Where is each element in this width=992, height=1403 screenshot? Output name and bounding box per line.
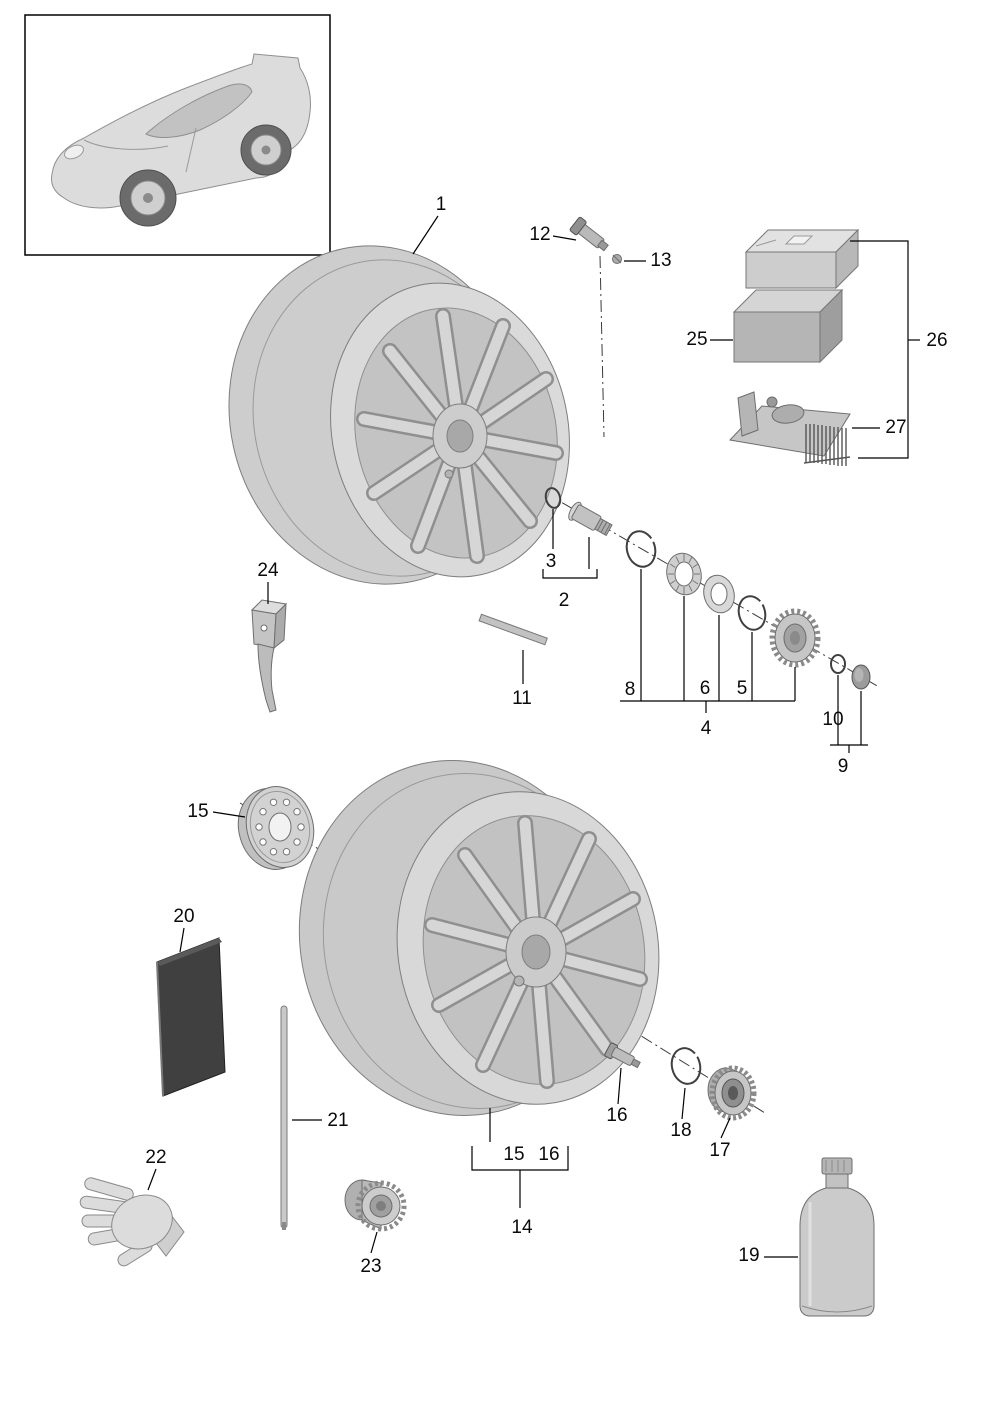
callout-5: 5 bbox=[737, 678, 748, 699]
small-o-ring bbox=[830, 654, 846, 674]
leader-lines bbox=[147, 215, 920, 1258]
callout-4: 4 bbox=[701, 718, 712, 739]
callout-12: 12 bbox=[529, 224, 550, 245]
washer-ribs bbox=[668, 554, 700, 594]
toothed-hub bbox=[707, 1065, 757, 1121]
callout-8: 8 bbox=[625, 679, 636, 700]
callout-2: 2 bbox=[559, 590, 570, 611]
callout-11: 11 bbox=[512, 688, 532, 709]
wheel-bolt bbox=[604, 1042, 641, 1069]
valve-screw bbox=[612, 254, 622, 264]
callout-22: 22 bbox=[145, 1147, 166, 1168]
wheel-hub bbox=[432, 403, 488, 479]
center-lock-nut bbox=[769, 608, 821, 668]
valve-insert-bolt bbox=[568, 501, 613, 537]
rear-wheel-of-car bbox=[240, 124, 292, 176]
callout-3: 3 bbox=[546, 551, 557, 572]
alloy-wheel bbox=[228, 245, 570, 585]
callout-labels: 1 12 13 25 26 27 3 2 8 6 5 4 10 9 11 24 … bbox=[145, 194, 947, 1277]
hub-flange bbox=[237, 786, 315, 870]
callout-21: 21 bbox=[327, 1110, 348, 1131]
snap-ring bbox=[625, 530, 659, 568]
wheel-lock-nut bbox=[344, 1179, 407, 1232]
extension-rod bbox=[280, 1005, 288, 1230]
callout-23: 23 bbox=[360, 1256, 381, 1277]
car-illustration bbox=[51, 53, 311, 227]
wheel-spokes bbox=[356, 308, 564, 564]
hub-cap bbox=[851, 664, 871, 690]
spare-wheel-hub bbox=[505, 916, 567, 988]
tire-valve bbox=[569, 216, 609, 252]
flange-bolt-holes bbox=[255, 798, 305, 856]
callout-15: 15 bbox=[187, 801, 208, 822]
balance-weight-strip bbox=[478, 613, 548, 646]
callout-17: 17 bbox=[709, 1140, 730, 1161]
compressor-fins bbox=[803, 424, 851, 466]
plain-washer bbox=[703, 574, 735, 614]
callout-14: 14 bbox=[511, 1217, 533, 1238]
headlight bbox=[64, 144, 84, 160]
ribbed-washer bbox=[666, 552, 702, 596]
kit-box-top bbox=[744, 228, 860, 290]
callout-18: 18 bbox=[670, 1120, 691, 1141]
callout-27: 27 bbox=[885, 417, 906, 438]
callout-1: 1 bbox=[436, 194, 447, 215]
callout-15-group: 15 bbox=[503, 1144, 524, 1165]
spare-retaining-ring bbox=[670, 1047, 702, 1085]
front-wheel-of-car bbox=[119, 169, 177, 227]
compressor-unit bbox=[728, 391, 851, 466]
callout-9: 9 bbox=[838, 756, 849, 777]
callout-10: 10 bbox=[822, 709, 843, 730]
callout-24: 24 bbox=[257, 560, 279, 581]
spare-wheel bbox=[298, 760, 660, 1116]
callout-16-group: 16 bbox=[538, 1144, 559, 1165]
car-inset bbox=[24, 14, 331, 256]
sealing-ring bbox=[544, 487, 562, 509]
retaining-ring bbox=[737, 595, 767, 631]
spare-wheel-spokes bbox=[424, 815, 648, 1089]
callout-25: 25 bbox=[686, 329, 707, 350]
callout-19: 19 bbox=[738, 1245, 759, 1266]
callout-13: 13 bbox=[650, 250, 671, 271]
gloves bbox=[79, 1177, 185, 1267]
callout-6: 6 bbox=[700, 678, 711, 699]
callout-20: 20 bbox=[173, 906, 194, 927]
callout-26: 26 bbox=[926, 330, 947, 351]
sealant-bottle bbox=[799, 1157, 875, 1317]
valve-axis-line bbox=[599, 255, 605, 438]
protective-panel bbox=[156, 937, 226, 1097]
sealant-kit-box bbox=[732, 288, 844, 364]
valve-holder-bracket bbox=[250, 599, 288, 713]
callout-16: 16 bbox=[606, 1105, 627, 1126]
